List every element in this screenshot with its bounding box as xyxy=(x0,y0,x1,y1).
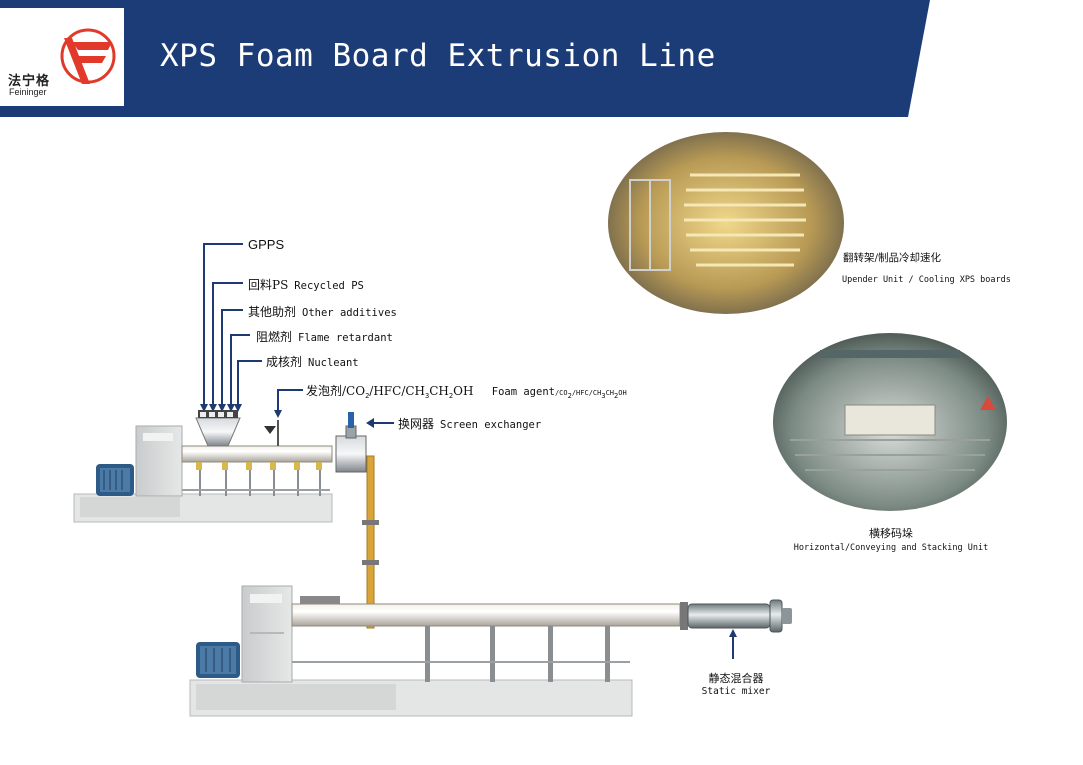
feininger-logo-icon xyxy=(60,28,116,84)
nucleant-cn: 成核剂 xyxy=(266,355,303,369)
label-other-additives: 其他助剂 Other additives xyxy=(248,303,397,320)
foam-sub-1: 2 xyxy=(365,392,370,401)
flame-en: Flame retardant xyxy=(298,332,393,344)
secondary-extruder xyxy=(189,585,792,717)
mixer-en: Static mixer xyxy=(701,686,771,697)
feed-arrows xyxy=(200,404,737,659)
logo-chinese-text: 法宁格 xyxy=(8,74,51,89)
foam-sub-3: 2 xyxy=(448,392,454,401)
upender-en: Upender Unit / Cooling XPS boards xyxy=(842,275,1011,285)
label-recycled-ps: 回料PS Recycled PS xyxy=(248,276,364,293)
logo: 法宁格 Feininger xyxy=(0,8,124,106)
label-screen-exchanger: 换网器 Screen exchanger xyxy=(398,415,541,432)
melt-pipe xyxy=(362,455,379,629)
label-foam-agent: 发泡剂/CO2/HFC/CH3CH2OH Foam agent/CO2/HFC/… xyxy=(306,382,627,400)
logo-english-text: Feininger xyxy=(9,87,47,97)
foam-cn-a: 发泡剂/CO xyxy=(306,384,366,398)
stacking-en: Horizontal/Conveying and Stacking Unit xyxy=(793,543,989,553)
upender-photo xyxy=(608,132,844,314)
label-flame-retardant: 阻燃剂 Flame retardant xyxy=(256,328,393,345)
foam-en: Foam agent xyxy=(491,386,555,398)
recycled-cn: 回料PS xyxy=(248,278,289,292)
header-background xyxy=(0,0,930,117)
foam-cn-d: OH xyxy=(453,384,474,398)
motor-icon-2 xyxy=(196,642,240,678)
feed-lines xyxy=(203,243,303,414)
foam-sub-5: 3 xyxy=(601,392,606,401)
label-upender-cn: 翻转架/制品冷却速化 xyxy=(843,250,947,265)
nucleant-en: Nucleant xyxy=(308,357,359,369)
label-nucleant: 成核剂 Nucleant xyxy=(266,353,359,370)
motor-icon xyxy=(96,464,134,496)
flame-cn: 阻燃剂 xyxy=(256,330,293,344)
header-bar: 法宁格 Feininger XPS Foam Board Extrusion L… xyxy=(0,0,1083,118)
stacking-photo xyxy=(773,333,1007,511)
foam-cn-c: CH xyxy=(429,384,449,398)
recycled-en: Recycled PS xyxy=(294,280,364,292)
label-stacking: 横移码垛 Horizontal/Conveying and Stacking U… xyxy=(790,525,992,553)
foam-cn-b: /HFC/CH xyxy=(369,384,426,398)
gpps-text: GPPS xyxy=(248,237,285,252)
mixer-cn: 静态混合器 xyxy=(708,672,764,685)
foam-en-small-c: CH xyxy=(605,389,615,397)
foam-sub-6: 2 xyxy=(614,392,619,401)
primary-extruder xyxy=(73,410,367,523)
foam-sub-2: 3 xyxy=(425,392,430,401)
foam-en-small-b: /HFC/CH xyxy=(571,389,602,397)
label-gpps: GPPS xyxy=(248,237,284,252)
stacking-cn: 横移码垛 xyxy=(869,527,913,540)
upender-cn: 翻转架/制品冷却速化 xyxy=(843,252,942,264)
foam-sub-4: 2 xyxy=(567,392,572,401)
screen-en: Screen exchanger xyxy=(440,419,542,431)
page-title: XPS Foam Board Extrusion Line xyxy=(160,38,716,74)
label-static-mixer: 静态混合器 Static mixer xyxy=(698,670,774,697)
additives-en: Other additives xyxy=(302,307,397,319)
foam-en-small-a: /CO xyxy=(554,389,568,397)
screen-cn: 换网器 xyxy=(398,417,435,431)
additives-cn: 其他助剂 xyxy=(248,305,297,319)
label-upender-en: Upender Unit / Cooling XPS boards xyxy=(842,275,1011,285)
foam-en-small-d: OH xyxy=(618,389,627,397)
